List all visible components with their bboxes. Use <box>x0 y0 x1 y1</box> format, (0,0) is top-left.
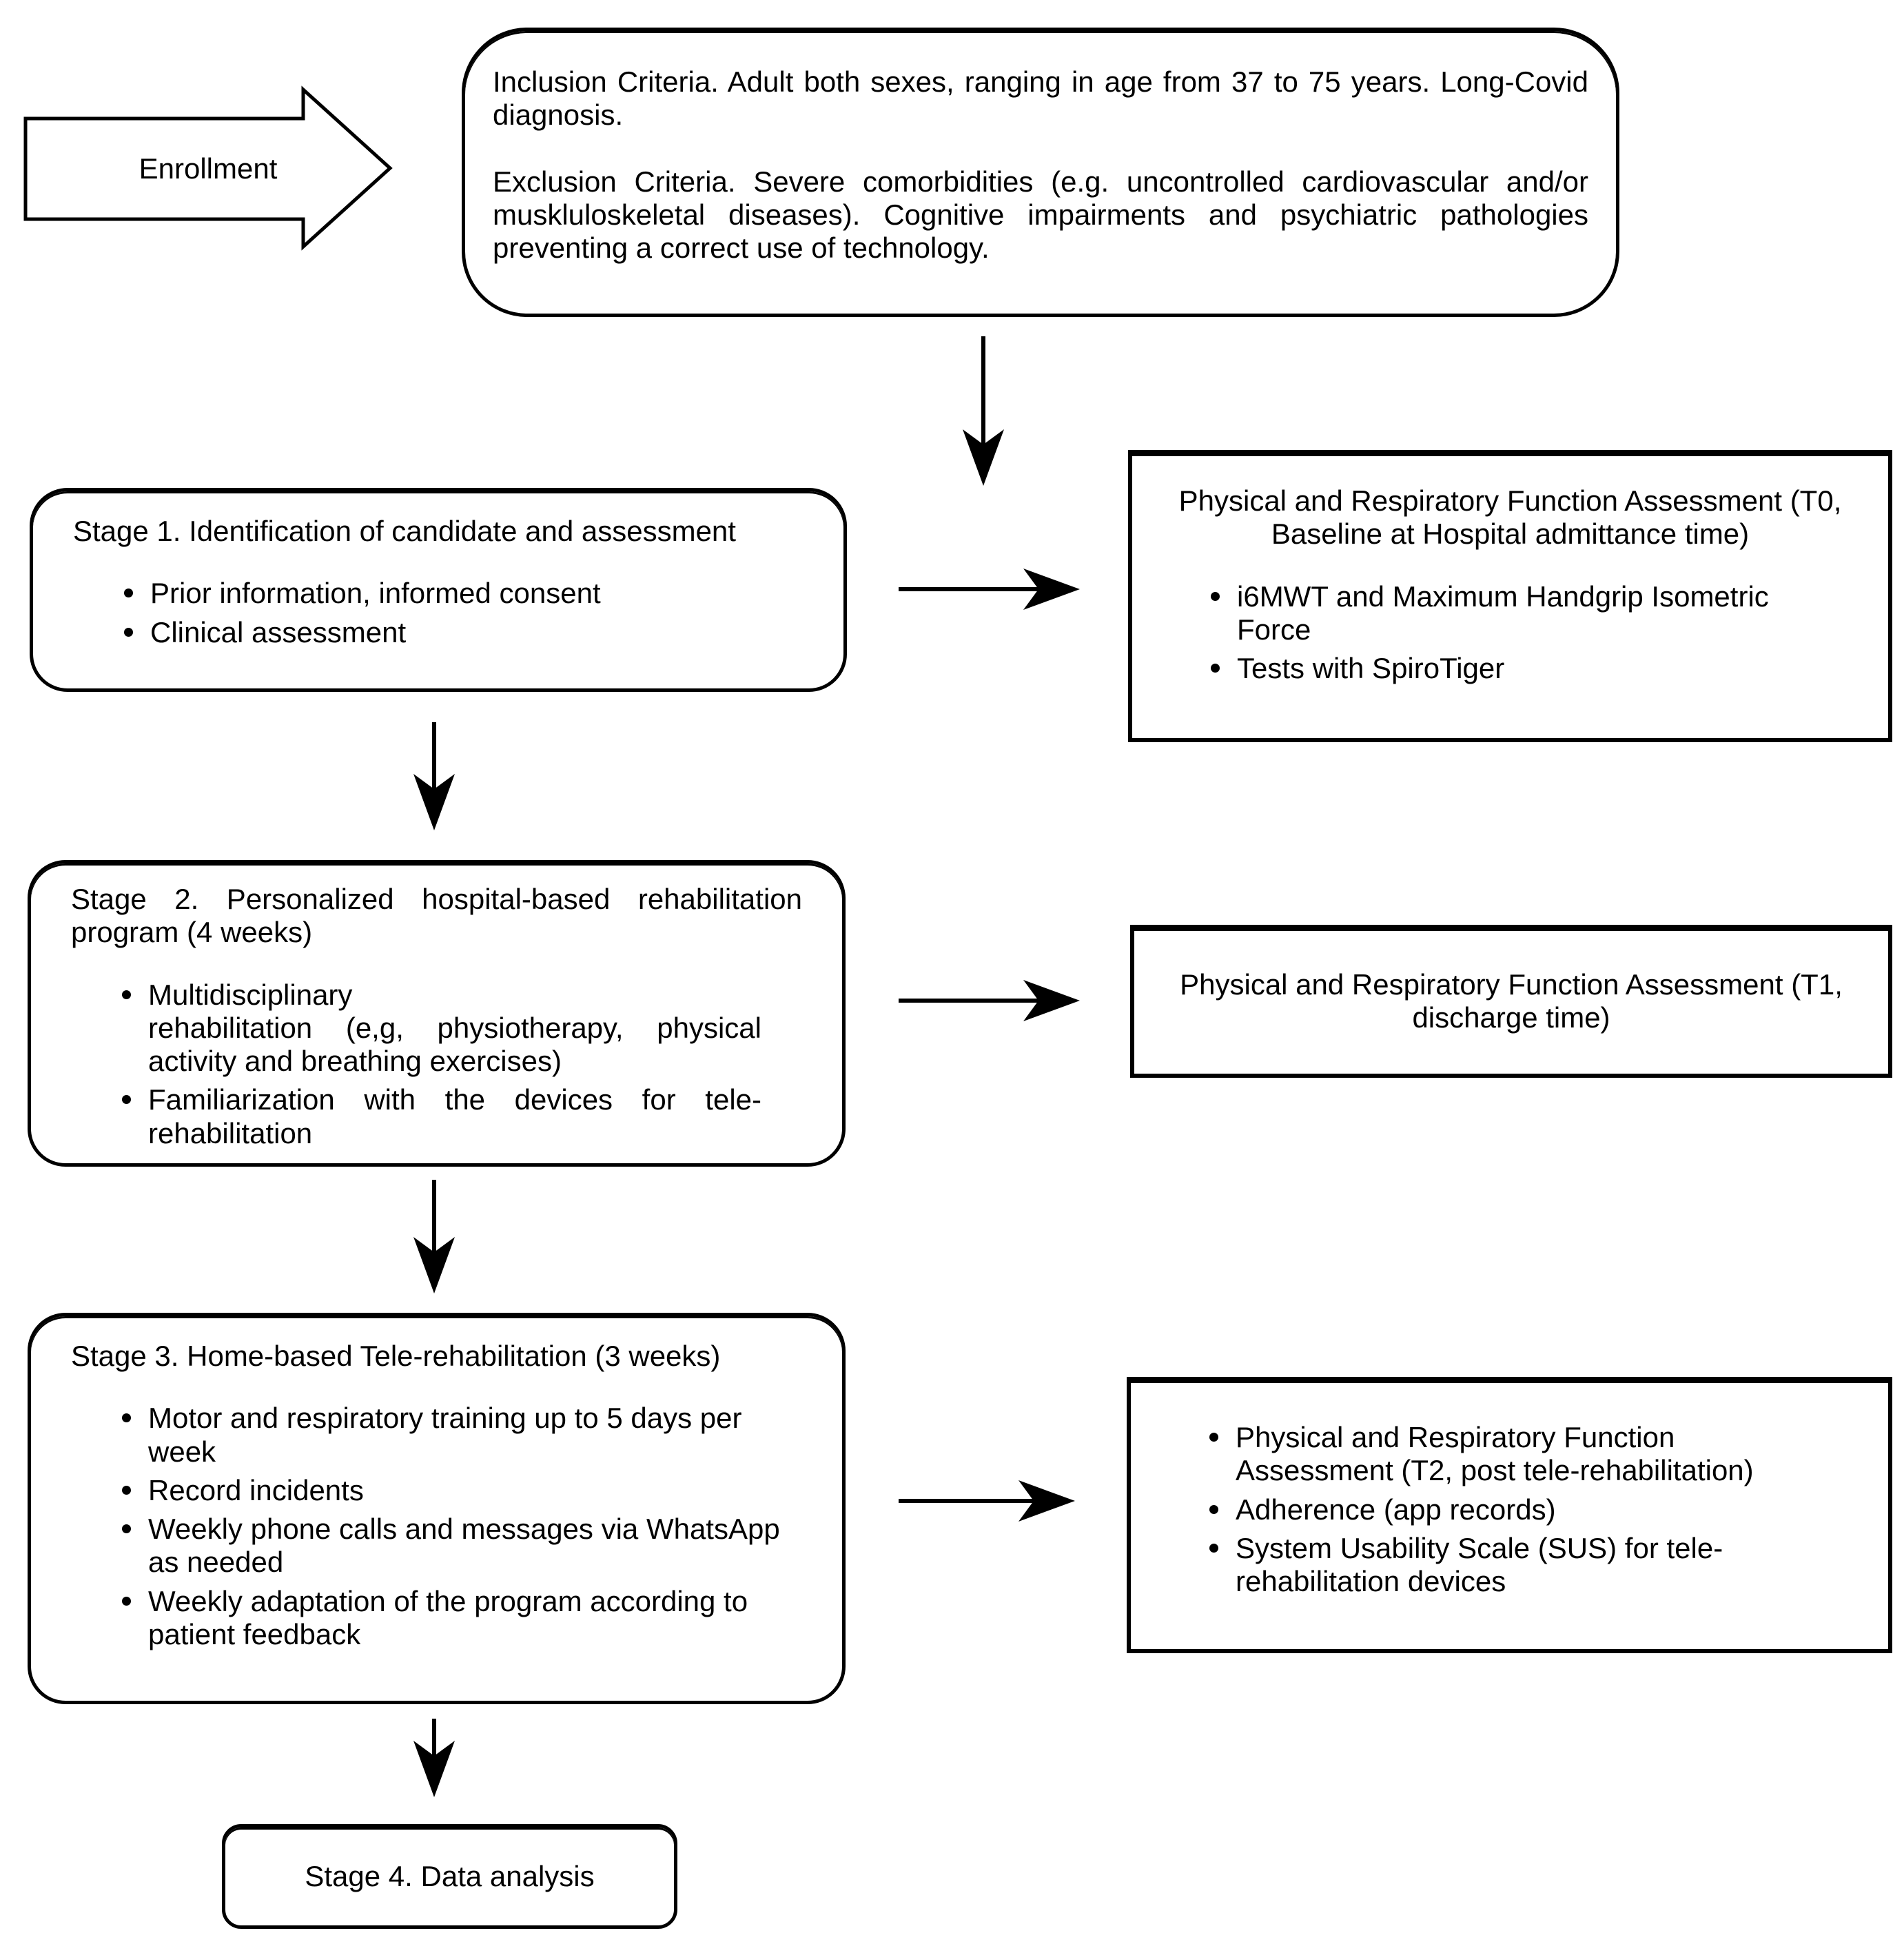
stage1-title: Stage 1. Identification of candidate and… <box>73 515 736 547</box>
t0-assessment-box: Physical and Respiratory Function Assess… <box>1128 450 1892 742</box>
bullet-item: Clinical assessment <box>73 616 764 649</box>
stage2-title: Stage 2. Personalized hospital-based reh… <box>71 883 802 949</box>
stage3-box: Stage 3. Home-based Tele-rehabilitation … <box>28 1313 846 1704</box>
criteria-box: Inclusion Criteria. Adult both sexes, ra… <box>462 28 1619 317</box>
arrow-stage2-to-stage3-icon <box>413 1180 455 1293</box>
bullet-item: Motor and respiratory training up to 5 d… <box>71 1402 796 1469</box>
stage3-bullet-list: Motor and respiratory training up to 5 d… <box>71 1402 796 1651</box>
t0-bullet-list: i6MWT and Maximum Handgrip Isometric For… <box>1160 580 1823 686</box>
bullet-item: Tests with SpiroTiger <box>1160 652 1823 685</box>
stage2-box: Stage 2. Personalized hospital-based reh… <box>28 860 846 1167</box>
t0-title: Physical and Respiratory Function Assess… <box>1178 484 1842 551</box>
bullet-item: Weekly adaptation of the program accordi… <box>71 1585 796 1652</box>
enrollment-label: Enrollment <box>139 152 278 185</box>
bullet-item: Prior information, informed consent <box>73 577 764 610</box>
stage1-bullet-list: Prior information, informed consent Clin… <box>73 577 764 649</box>
arrow-criteria-down-icon <box>963 336 1004 486</box>
bullet-item: Multidisciplinary rehabilitation (e,g, p… <box>71 979 761 1078</box>
enrollment-block-arrow-icon <box>23 85 393 251</box>
arrow-stage1-to-t0-icon <box>899 569 1080 610</box>
t2-bullet-list: Physical and Respiratory Function Assess… <box>1158 1421 1821 1598</box>
bullet-item: Physical and Respiratory Function Assess… <box>1158 1421 1821 1488</box>
stage1-box: Stage 1. Identification of candidate and… <box>30 488 847 692</box>
t1-assessment-box: Physical and Respiratory Function Assess… <box>1130 925 1892 1078</box>
inclusion-criteria-text: Inclusion Criteria. Adult both sexes, ra… <box>493 65 1588 132</box>
exclusion-criteria-text: Exclusion Criteria. Severe comorbidities… <box>493 165 1588 265</box>
stage4-box: Stage 4. Data analysis <box>222 1824 677 1929</box>
stage3-title: Stage 3. Home-based Tele-rehabilitation … <box>71 1340 721 1372</box>
arrow-stage2-to-t1-icon <box>899 980 1080 1021</box>
stage2-bullet-list: Multidisciplinary rehabilitation (e,g, p… <box>71 979 761 1150</box>
stage4-title: Stage 4. Data analysis <box>305 1859 595 1892</box>
bullet-item: Record incidents <box>71 1474 796 1507</box>
arrow-stage3-to-stage4-icon <box>413 1719 455 1797</box>
bullet-item: Familiarization with the devices for tel… <box>71 1083 761 1150</box>
t2-assessment-box: Physical and Respiratory Function Assess… <box>1127 1377 1892 1653</box>
t1-title: Physical and Respiratory Function Assess… <box>1180 968 1843 1034</box>
bullet-item: Weekly phone calls and messages via What… <box>71 1513 796 1579</box>
arrow-stage1-to-stage2-icon <box>413 722 455 830</box>
bullet-item: i6MWT and Maximum Handgrip Isometric For… <box>1160 580 1823 647</box>
bullet-item: Adherence (app records) <box>1158 1493 1821 1526</box>
bullet-item: System Usability Scale (SUS) for tele-re… <box>1158 1532 1821 1599</box>
arrow-stage3-to-t2-icon <box>899 1480 1075 1522</box>
